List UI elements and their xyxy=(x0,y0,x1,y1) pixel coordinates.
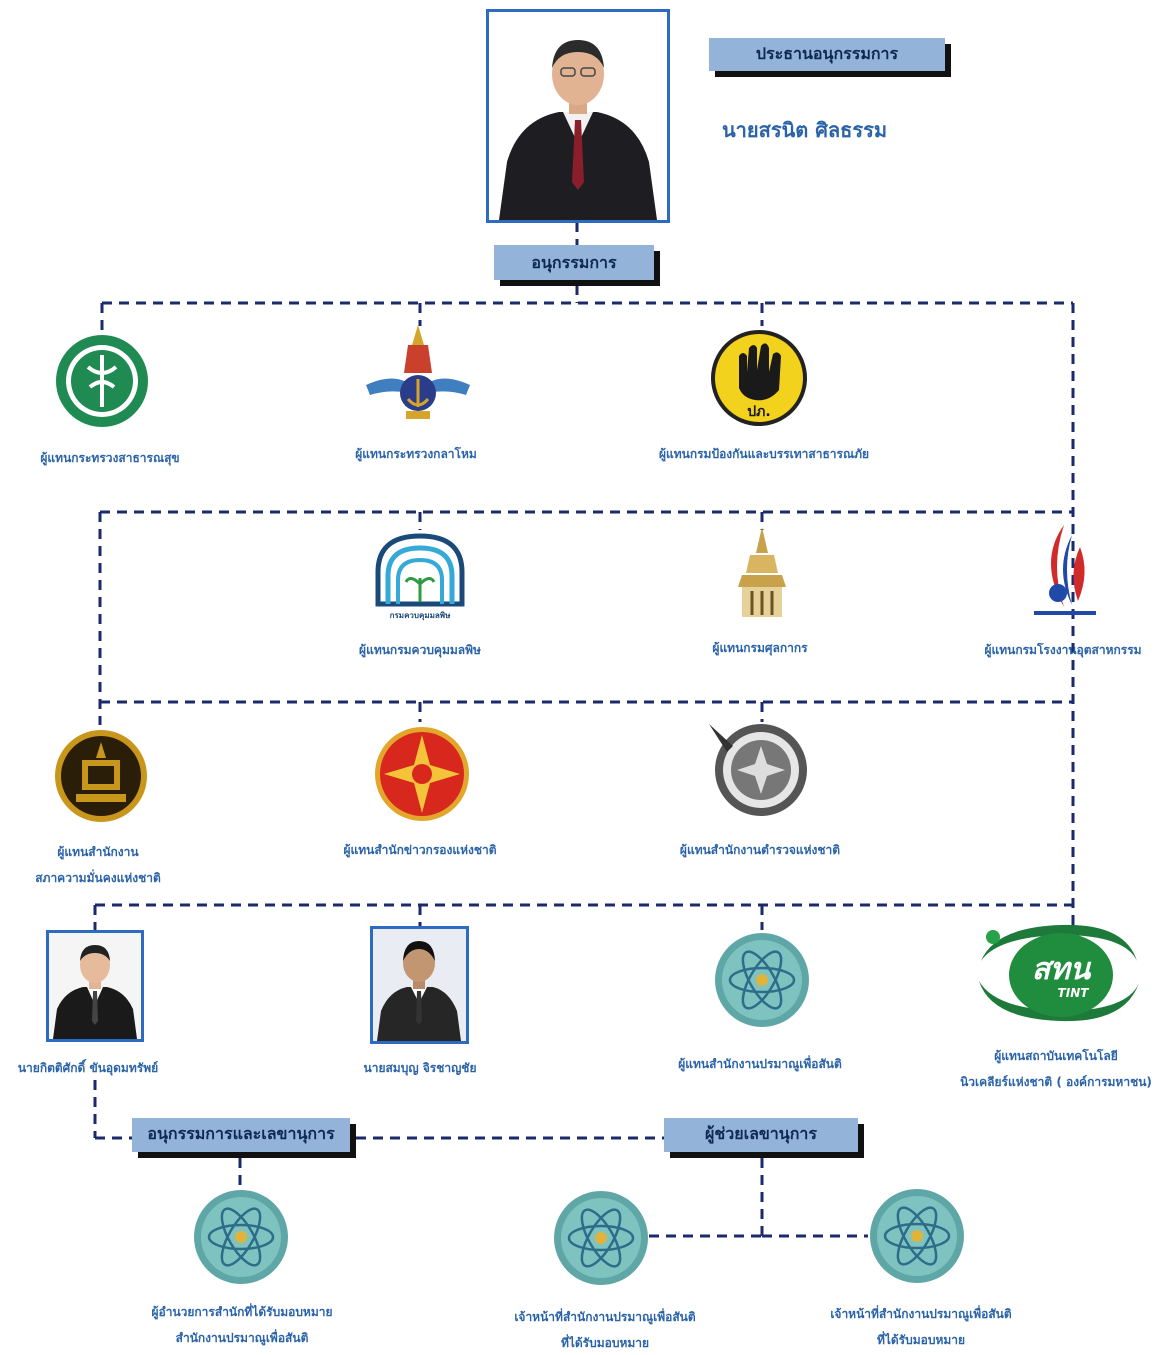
pollution-logo-text: กรมควบคุมมลพิษ xyxy=(390,611,451,621)
police-logo xyxy=(703,716,815,824)
person2-name: นายสมบุญ จิรชาญชัย xyxy=(363,1061,477,1075)
chairman-title-box: ประธานอนุกรรมการ xyxy=(709,38,945,71)
oap-logo xyxy=(713,931,811,1033)
pollution-control-logo: กรมควบคุมมลพิษ xyxy=(372,532,468,630)
person1-name: นายกิตติศักดิ์ ขันอุดมทรัพย์ xyxy=(17,1061,159,1075)
customs-logo xyxy=(732,525,792,625)
tint-label-line1: ผู้แทนสถาบันเทคโนโลยี xyxy=(994,1049,1118,1063)
officer-b-oap-logo xyxy=(868,1187,966,1289)
chairman-photo xyxy=(486,9,670,223)
health-ministry-logo xyxy=(48,333,156,433)
customs-label: ผู้แทนกรมศุลกากร xyxy=(712,641,808,655)
director-oap-logo xyxy=(192,1188,290,1290)
director-label-line1: ผู้อำนวยการสำนักที่ได้รับมอบหมาย xyxy=(151,1305,333,1319)
tint-logo-subtext: TINT xyxy=(1058,986,1090,1000)
defense-ministry-label: ผู้แทนกระทรวงกลาโหม xyxy=(355,447,477,461)
oap-label: ผู้แทนสำนักงานปรมาณูเพื่อสันติ xyxy=(678,1057,842,1071)
security-council-logo xyxy=(50,728,152,828)
secretary-box: อนุกรรมการและเลขานุการ xyxy=(132,1118,350,1152)
officer-a-label-line1: เจ้าหน้าที่สำนักงานปรมาณูเพื่อสันติ xyxy=(514,1310,696,1324)
intelligence-agency-logo xyxy=(372,725,472,827)
disaster-prevention-logo: ปภ. xyxy=(709,328,809,432)
officer-b-label-line1: เจ้าหน้าที่สำนักงานปรมาณูเพื่อสันติ xyxy=(830,1307,1012,1321)
industrial-works-logo xyxy=(1028,521,1102,625)
security-council-label-line2: สภาความมั่นคงแห่งชาติ xyxy=(35,871,161,885)
committee-box: อนุกรรมการ xyxy=(494,245,654,280)
chairman-name: นายสรนิต ศิลธรรม xyxy=(722,118,888,142)
person1-photo xyxy=(46,930,144,1042)
disaster-prevention-label: ผู้แทนกรมป้องกันและบรรเทาสาธารณภัย xyxy=(658,447,870,461)
officer-a-oap-logo xyxy=(552,1189,650,1291)
industrial-works-label: ผู้แทนกรมโรงงานอุตสาหกรรม xyxy=(984,643,1142,657)
disaster-logo-text: ปภ. xyxy=(747,404,770,420)
tint-label-line2: นิวเคลียร์แห่งชาติ ( องค์การมหาชน) xyxy=(960,1075,1152,1089)
intelligence-agency-label: ผู้แทนสำนักข่าวกรองแห่งชาติ xyxy=(343,843,497,857)
assistant-secretary-box: ผู้ช่วยเลขานุการ xyxy=(664,1118,858,1152)
officer-a-label-line2: ที่ได้รับมอบหมาย xyxy=(560,1336,650,1350)
person2-photo xyxy=(370,926,469,1044)
defense-ministry-logo xyxy=(362,323,474,431)
pollution-control-label: ผู้แทนกรมควบคุมมลพิษ xyxy=(359,643,481,657)
security-council-label-line1: ผู้แทนสำนักงาน xyxy=(57,845,139,859)
health-ministry-label: ผู้แทนกระทรวงสาธารณสุข xyxy=(40,451,180,465)
police-label: ผู้แทนสำนักงานตำรวจแห่งชาติ xyxy=(679,843,841,857)
tint-logo: สทน TINT xyxy=(975,921,1141,1035)
officer-b-label-line2: ที่ได้รับมอบหมาย xyxy=(876,1333,966,1347)
director-label-line2: สำนักงานปรมาณูเพื่อสันติ xyxy=(175,1331,309,1345)
tint-logo-text: สทน xyxy=(1032,952,1092,987)
